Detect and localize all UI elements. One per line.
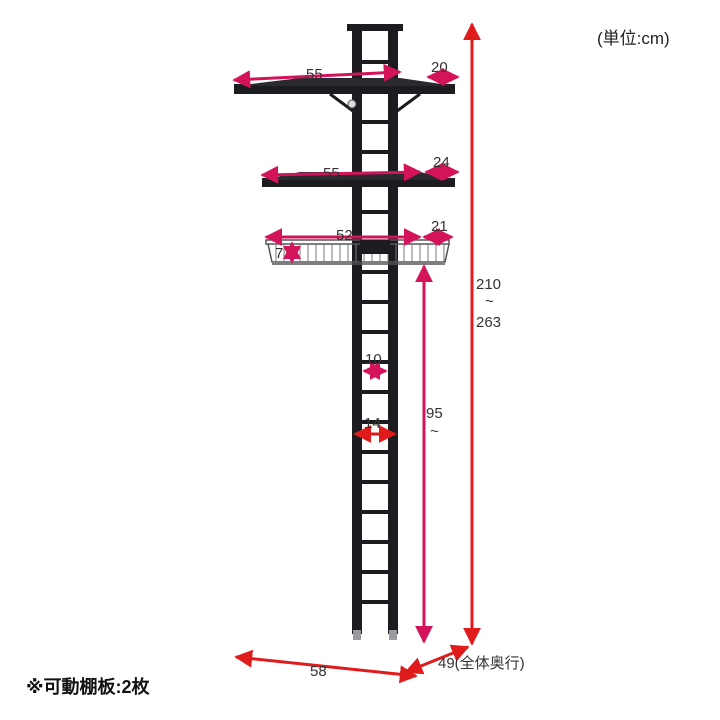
total-height-top-label: 210 <box>476 276 501 293</box>
total-height-separator: ~ <box>485 293 494 310</box>
right-foot <box>389 630 397 640</box>
ladder-rung <box>360 300 390 304</box>
ladder-frame <box>347 24 403 640</box>
base-depth-label: 49(全体奥行) <box>438 654 525 672</box>
dimension-arrows <box>232 22 481 684</box>
top-shelf-width-label: 55 <box>306 66 323 83</box>
ladder-rung <box>360 480 390 484</box>
ladder-rung <box>360 210 390 214</box>
ladder-rungs <box>360 60 390 604</box>
ladder-rung <box>360 540 390 544</box>
basket-body <box>267 243 450 263</box>
left-foot <box>353 630 361 640</box>
ladder-rung <box>360 450 390 454</box>
base-width-arrow <box>234 649 418 684</box>
dimension-labels: 55 20 55 24 52 21 7 210 ~ 263 10 14 95 ~… <box>275 59 525 680</box>
top-shelf-bracket-left <box>329 92 358 116</box>
basket-floor-height-label: 95 <box>426 405 443 422</box>
top-shelf-knob <box>347 99 357 109</box>
basket-width-label: 52 <box>336 227 353 244</box>
top-shelf-depth-label: 20 <box>431 59 448 76</box>
rung-spacing-label: 10 <box>365 351 382 368</box>
basket-height-label: 7 <box>275 245 283 262</box>
ladder-rung <box>360 120 390 124</box>
left-pole <box>352 30 362 634</box>
ladder-rung <box>360 510 390 514</box>
ladder-rung <box>360 270 390 274</box>
basket-mount <box>360 240 390 254</box>
mid-shelf-depth-label: 24 <box>433 154 450 171</box>
top-shelf-bracket-right <box>392 92 421 116</box>
base-width-label: 58 <box>310 663 327 680</box>
ladder-rung <box>360 600 390 604</box>
base-depth-arrow <box>404 644 470 675</box>
ladder-rung <box>360 60 390 64</box>
ladder-rung <box>360 420 390 424</box>
ceiling-cap <box>347 24 403 31</box>
total-height-bottom-label: 263 <box>476 314 501 331</box>
basket-depth-label: 21 <box>431 218 448 235</box>
basket-floor-height-separator: ~ <box>430 423 439 440</box>
ladder-rung <box>360 330 390 334</box>
mid-shelf-width-arrow <box>260 163 422 184</box>
ladder-rung <box>360 570 390 574</box>
mid-shelf-width-label: 55 <box>323 165 340 182</box>
movable-shelf-note: ※可動棚板:2枚 <box>26 677 150 697</box>
right-pole <box>388 30 398 634</box>
top-shelf <box>234 78 455 116</box>
ladder-rung <box>360 150 390 154</box>
unit-label: (単位:cm) <box>597 29 670 48</box>
top-shelf-width-arrow <box>232 63 402 89</box>
ladder-rung <box>360 390 390 394</box>
ladder-width-label: 14 <box>364 415 381 432</box>
